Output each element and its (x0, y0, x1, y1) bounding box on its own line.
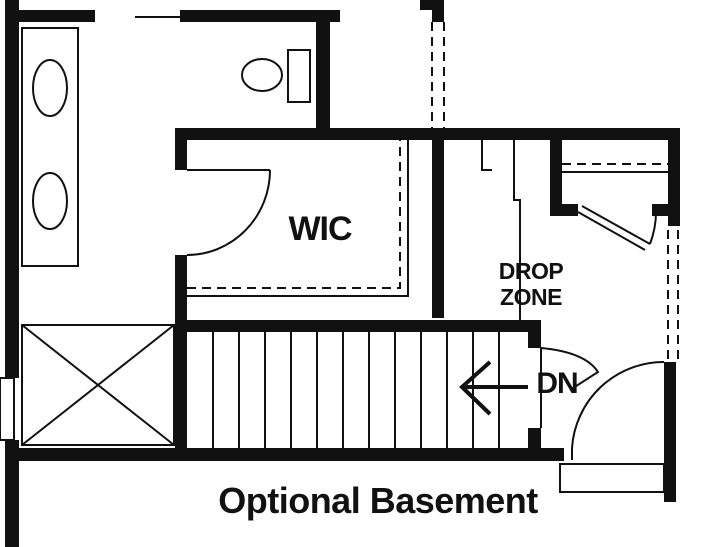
top-bath-wall (19, 10, 95, 22)
stair-top-wall (175, 320, 541, 332)
closet-door-swing (649, 211, 657, 245)
right-exterior-wall-bottom (664, 362, 676, 502)
closet-door-leaf (577, 211, 646, 251)
plan-caption: Optional Basement (218, 480, 538, 521)
shower-area (21, 324, 175, 446)
stair-door-swing (540, 347, 600, 391)
vanity-counter (21, 27, 79, 267)
upper-partition-wall-2 (420, 0, 444, 10)
wic-left-wall-top (175, 128, 187, 170)
exterior-door-swing (571, 360, 665, 449)
closet-door-leaf-2 (581, 205, 651, 245)
stair-left-wall (175, 320, 187, 460)
drop-zone-label-line1: DROP (498, 258, 564, 284)
exterior-door-step (559, 463, 665, 493)
toilet-partition-wall (316, 10, 330, 128)
closet-left-jamb (550, 204, 578, 216)
toilet-tank (287, 49, 311, 103)
wic-label: WIC (288, 210, 352, 248)
wic-right-wall (432, 128, 444, 318)
stair-right-jamb-top (528, 320, 541, 348)
left-exterior-wall-lower (5, 440, 19, 547)
sink-top (32, 59, 68, 117)
closet-left-wall (550, 128, 562, 208)
stair-treads (212, 332, 500, 448)
wic-shelf-edge (187, 140, 409, 297)
stair-down-arrow (459, 360, 528, 416)
stair-bottom-wall (19, 448, 564, 461)
drop-zone-bench-outline (513, 140, 521, 320)
window-left (0, 377, 15, 441)
drop-zone-bench-inner (481, 140, 492, 171)
wic-door-swing (186, 169, 271, 256)
stair-right-jamb-bottom (528, 428, 541, 452)
wic-left-wall-bottom (175, 255, 187, 330)
toilet-bowl (241, 58, 283, 92)
shower-x-line-2 (21, 324, 175, 446)
drop-zone-label-line2: ZONE (500, 284, 562, 310)
stair-down-label: DN (536, 367, 578, 400)
wic-shelf-line (187, 140, 401, 289)
left-exterior-wall (5, 0, 19, 378)
sink-bottom (32, 172, 68, 230)
wic-top-wall (175, 128, 445, 140)
right-exterior-wall-top (668, 128, 680, 226)
